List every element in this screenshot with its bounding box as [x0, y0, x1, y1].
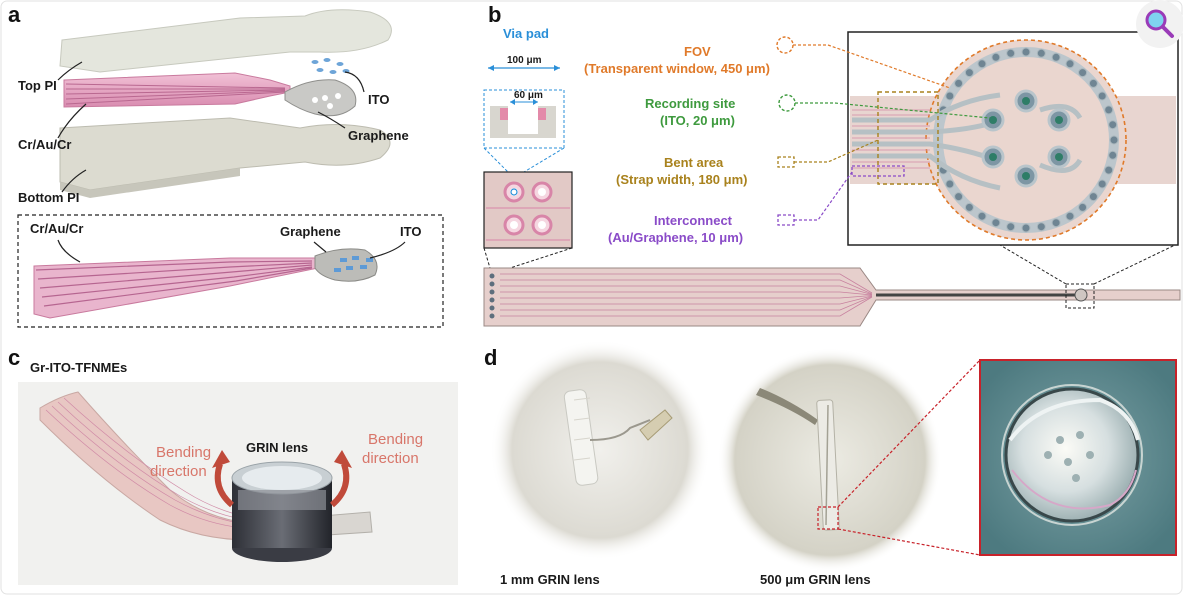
label-bending-right-1: Bending — [368, 431, 423, 448]
fov-ring-electrode — [1036, 222, 1046, 232]
via-pad-zoom — [483, 171, 573, 269]
fov-ring-electrode — [1021, 223, 1031, 233]
inset-label-ito: ITO — [400, 224, 421, 239]
label-gr-ito-tfnmes: Gr-ITO-TFNMEs — [30, 360, 127, 375]
probe-overview — [483, 244, 1181, 327]
leader-ito — [344, 71, 365, 93]
grin-lens — [231, 461, 333, 562]
fov-ring-electrode — [1078, 202, 1088, 212]
panel-label-c: c — [8, 345, 20, 370]
label-graphene: Graphene — [348, 128, 409, 143]
inset-label-cr-au-cr: Cr/Au/Cr — [30, 221, 83, 236]
panel-label-a: a — [8, 2, 21, 27]
fov-ring-electrode — [1097, 91, 1107, 101]
bending-arrow-left — [214, 463, 235, 508]
fov-ring-electrode — [1021, 47, 1031, 57]
bottom-pi-layer — [59, 117, 391, 198]
label-top-pi: Top PI — [18, 78, 57, 93]
leader-cr-au-cr — [57, 103, 87, 139]
fov-ring-electrode — [964, 202, 974, 212]
fov-ring-electrode — [1097, 179, 1107, 189]
top-pi-layer — [59, 9, 392, 73]
fov-ring-electrode — [945, 179, 955, 189]
fov-ring-electrode — [1006, 48, 1016, 58]
bending-arrowhead-right — [334, 450, 352, 468]
photo-500um-grin — [718, 348, 981, 572]
label-bent-detail: (Strap width, 180 μm) — [616, 172, 747, 187]
caption-500um: 500 μm GRIN lens — [760, 572, 871, 587]
label-interconnect-detail: (Au/Graphene, 10 μm) — [608, 230, 743, 245]
label-bent: Bent area — [664, 155, 724, 170]
ito-dots — [311, 58, 350, 74]
label-recording-detail: (ITO, 20 μm) — [660, 113, 735, 128]
fov-ring-electrode — [954, 192, 964, 202]
microscope-image — [979, 359, 1177, 556]
inset-electrode — [33, 248, 378, 319]
probe-tip-zoom — [847, 31, 1179, 246]
metal-trace-layer — [63, 72, 291, 108]
label-via-pad: Via pad — [503, 26, 549, 41]
fov-ring-electrode — [1036, 48, 1046, 58]
panel-a-inset-box — [17, 214, 444, 328]
graphene-ito-piece — [284, 79, 357, 117]
label-bending-left-1: Bending — [156, 444, 211, 461]
fov-ring-electrode — [991, 218, 1001, 228]
label-fov-detail: (Transparent window, 450 μm) — [584, 61, 770, 76]
fov-ring-electrode — [1065, 59, 1075, 69]
fov-ring-electrode — [1078, 68, 1088, 78]
leader-graphene — [317, 111, 346, 129]
fov-ring-electrode — [1051, 52, 1061, 62]
fov-ring-electrode — [1108, 150, 1118, 160]
fov-ring-electrodes — [938, 47, 1119, 233]
fov-ring-electrode — [1104, 105, 1114, 115]
fov-ring-electrode — [1104, 165, 1114, 175]
fov-leader — [793, 44, 951, 89]
fov-ring-electrode — [1051, 218, 1061, 228]
caption-1mm: 1 mm GRIN lens — [500, 572, 600, 587]
interconnect-leader — [794, 171, 853, 221]
fov-ring-electrode — [1065, 211, 1075, 221]
fov-ring-electrode — [977, 59, 987, 69]
fov-ring-electrode — [964, 68, 974, 78]
fov-ring-electrode — [945, 91, 955, 101]
fov-ring-electrode — [1109, 135, 1119, 145]
inset-label-graphene: Graphene — [280, 224, 341, 239]
fov-ring-electrode — [954, 78, 964, 88]
photo-1mm-grin — [490, 340, 710, 560]
via-pad-cross-section: 100 μm 60 μm — [483, 55, 565, 179]
bent-leader — [794, 139, 879, 163]
bending-arrow-right — [329, 463, 350, 508]
inset-leader-graphene — [313, 241, 327, 253]
recording-leader — [795, 102, 991, 119]
label-fov: FOV — [684, 44, 711, 59]
fov-ring-electrode — [991, 52, 1001, 62]
fov-ring-electrode — [1088, 78, 1098, 88]
label-bending-right-2: direction — [362, 450, 419, 467]
leader-bottom-pi — [61, 169, 87, 193]
label-ito: ITO — [368, 92, 389, 107]
panel-label-b: b — [488, 2, 501, 27]
label-bottom-pi: Bottom PI — [18, 190, 79, 205]
label-recording: Recording site — [645, 96, 735, 111]
bending-arrowhead-left — [212, 450, 230, 468]
fov-ring-electrode — [977, 211, 987, 221]
leader-top-pi — [57, 61, 83, 81]
magnifier-icon[interactable] — [1136, 0, 1183, 48]
label-100um: 100 μm — [507, 55, 542, 66]
label-60um: 60 μm — [514, 90, 543, 101]
fov-ring-electrode — [1108, 120, 1118, 130]
label-cr-au-cr: Cr/Au/Cr — [18, 137, 71, 152]
inset-leader-ito — [369, 241, 406, 259]
recording-sites — [981, 89, 1071, 188]
label-grin-lens: GRIN lens — [246, 440, 308, 455]
label-interconnect: Interconnect — [654, 213, 733, 228]
inset-leader-cr-au-cr — [57, 239, 81, 263]
label-bending-left-2: direction — [150, 463, 207, 480]
fov-ring-electrode — [1088, 192, 1098, 202]
panel-label-d: d — [484, 345, 497, 370]
fov-ring-electrode — [1006, 222, 1016, 232]
